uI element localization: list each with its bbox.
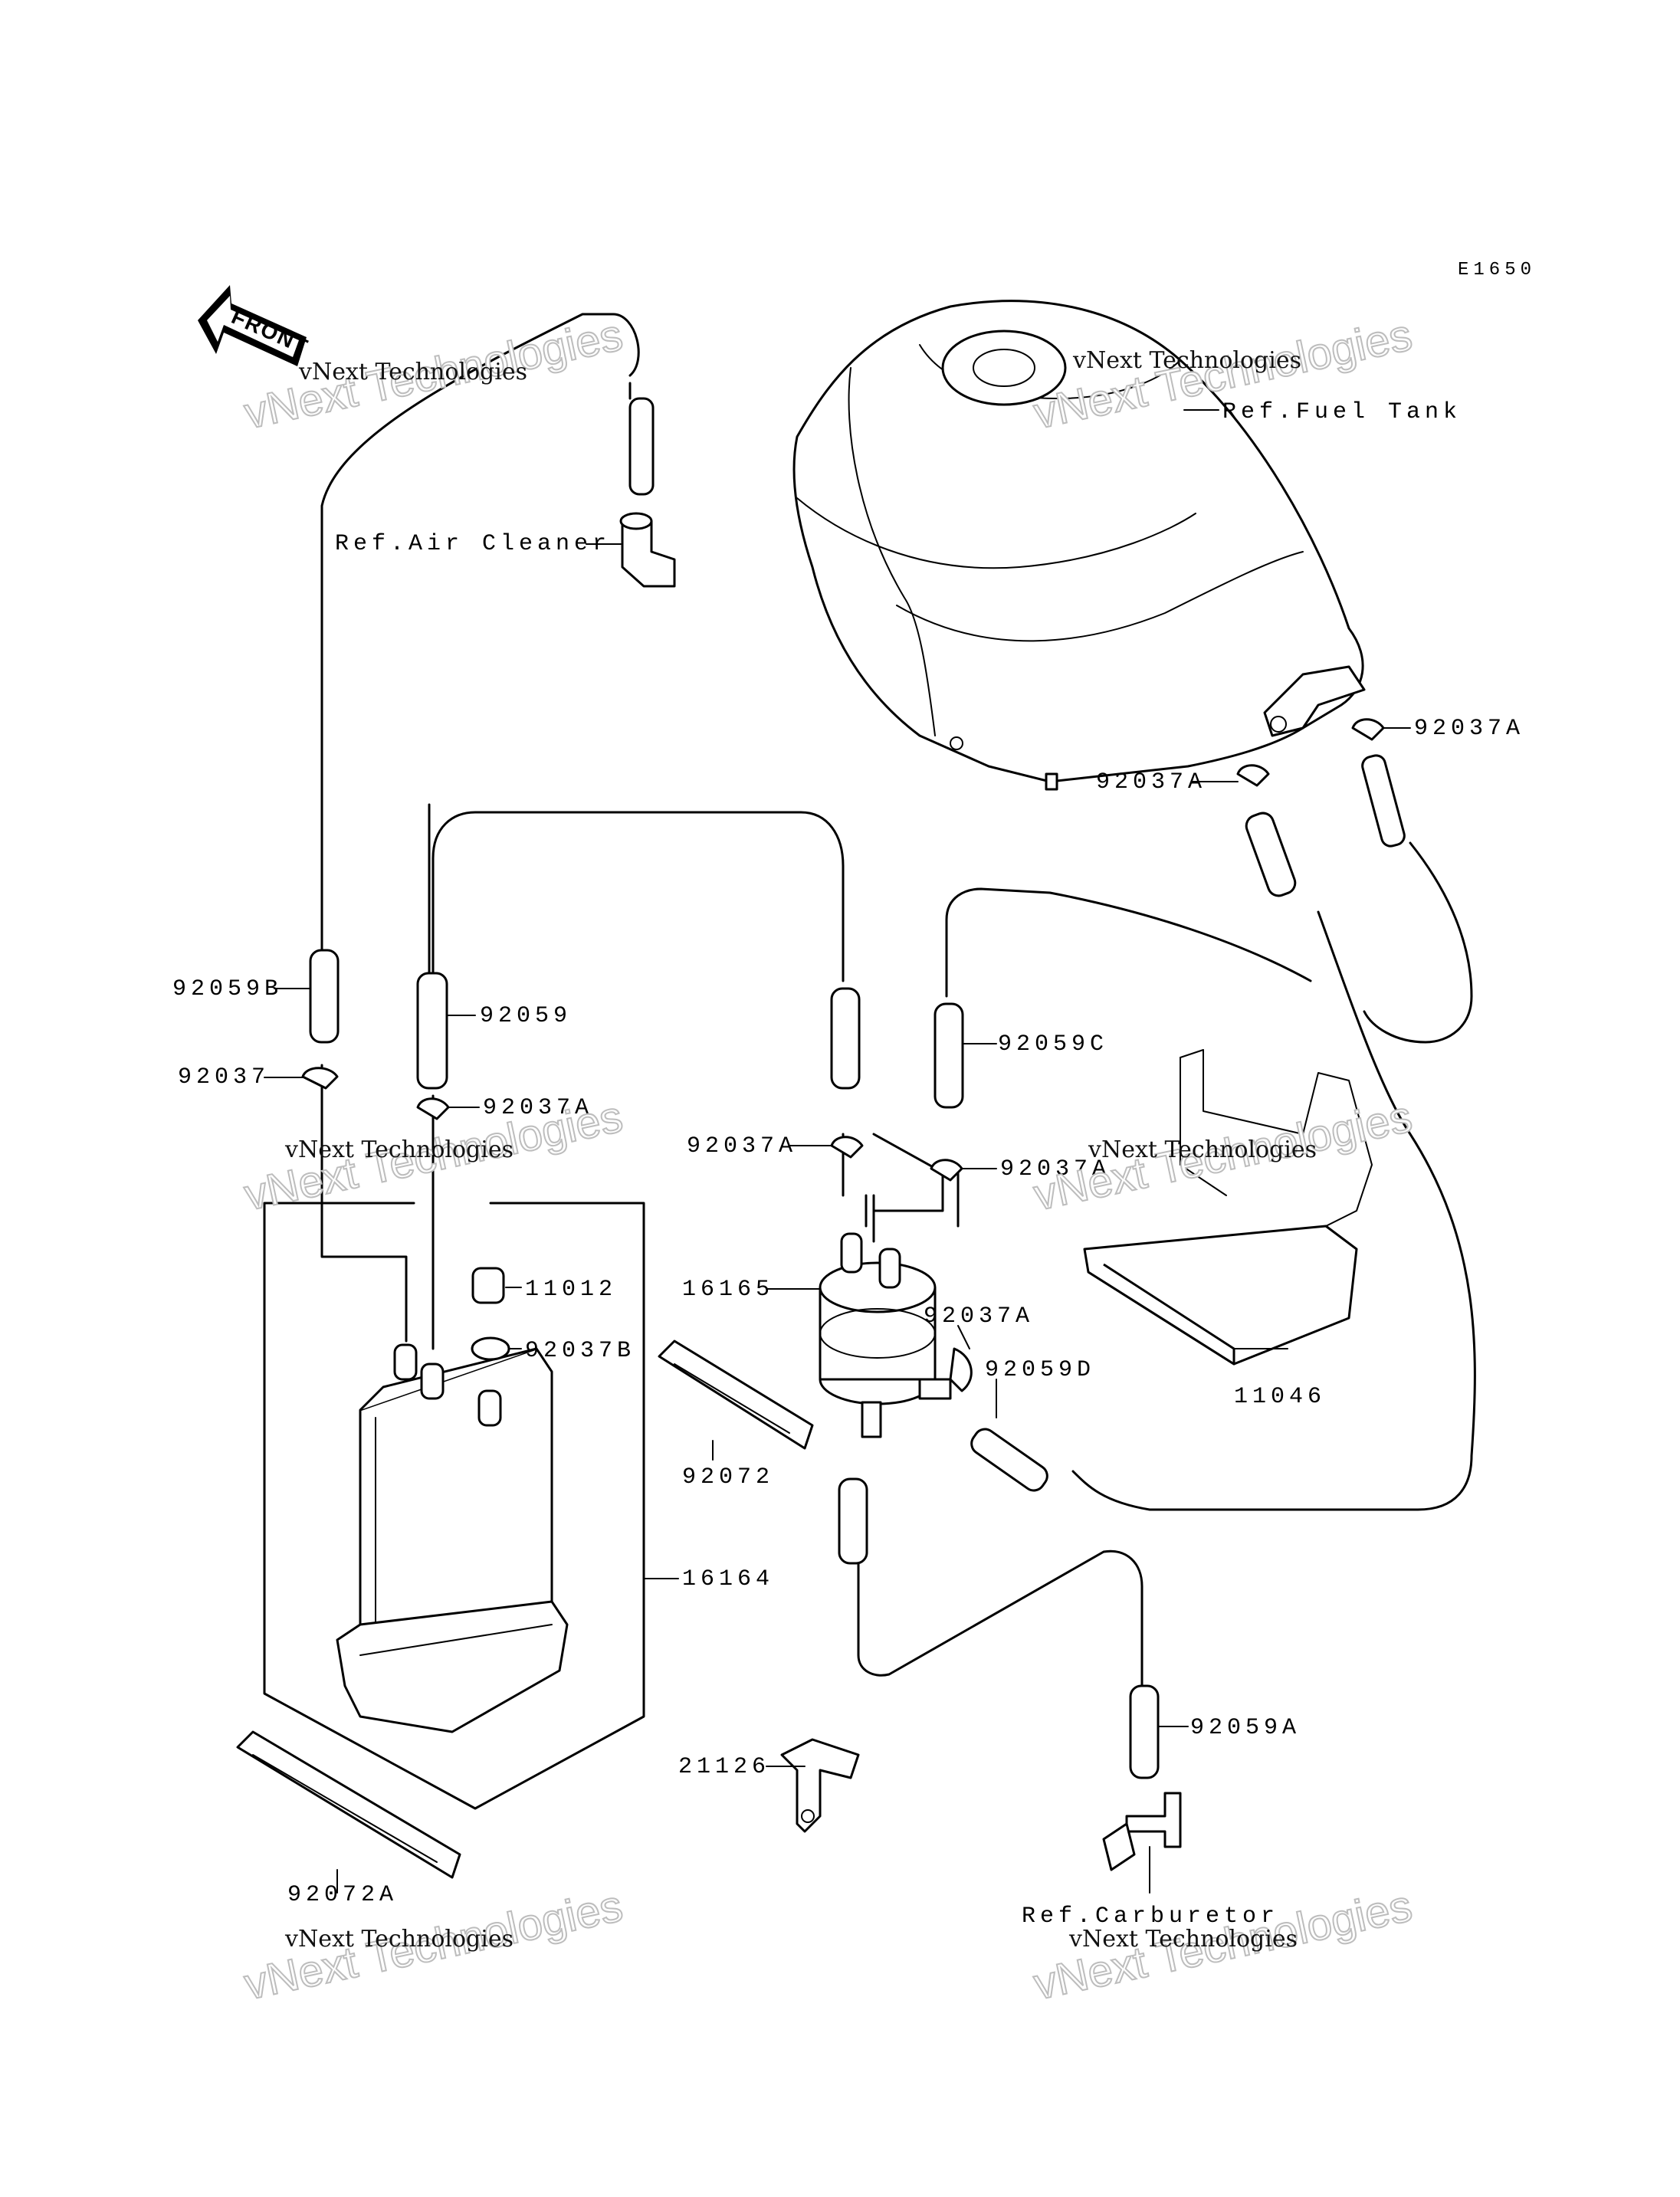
diagram-code: E1650: [1458, 260, 1536, 280]
label-92059D: 92059D: [985, 1357, 1095, 1383]
clamp-92037: [301, 1067, 339, 1090]
clamp-92037A-tank-left: [1236, 764, 1270, 787]
hose-92059: [416, 972, 448, 1090]
canister-enclosure-outline: [263, 1202, 645, 1810]
strap-92072: [658, 1340, 814, 1450]
label-21126: 21126: [678, 1754, 770, 1780]
label-92059: 92059: [480, 1003, 572, 1029]
fuel-filter-16165: [819, 1232, 952, 1438]
carburetor-t-fitting: [1102, 1792, 1182, 1871]
label-92037A-tank-right: 92037A: [1414, 716, 1524, 742]
label-92037A-tank-left: 92037A: [1096, 769, 1206, 795]
label-16165: 16165: [682, 1277, 774, 1303]
hose-routing: [320, 313, 1476, 1687]
hose-tank-left: [1245, 812, 1297, 897]
bracket-11046: [1083, 1049, 1373, 1366]
hose-92059C: [934, 1002, 964, 1109]
label-92037B: 92037B: [525, 1338, 635, 1364]
hose-pieces: [309, 397, 1406, 1779]
label-92037A-right: 92037A: [1000, 1156, 1111, 1182]
hose-92059B: [309, 949, 340, 1044]
label-ref-air-cleaner: Ref.Air Cleaner: [335, 531, 611, 557]
hose-air-cleaner-top: [628, 397, 655, 496]
label-92072: 92072: [682, 1464, 774, 1490]
label-92037A-filter: 92037A: [924, 1303, 1034, 1330]
leader-lines: [264, 409, 1411, 1894]
clip-21126: [780, 1738, 860, 1833]
label-ref-fuel-tank: Ref.Fuel Tank: [1222, 399, 1462, 425]
front-arrow-icon: FRONT: [198, 285, 312, 366]
clamp-92037B: [471, 1336, 510, 1361]
hose-92059-right: [830, 987, 861, 1090]
part-labels: Ref.Fuel Tank Ref.Air Cleaner 92037A 920…: [172, 399, 1524, 1930]
watermark-small: vNext Technologies: [298, 359, 527, 385]
label-92059C: 92059C: [998, 1031, 1108, 1058]
clamp-92037A-mid: [830, 1136, 864, 1159]
label-92037A-left: 92037A: [483, 1095, 593, 1121]
label-92037A-mid: 92037A: [687, 1133, 797, 1159]
strap-92072A: [236, 1730, 461, 1879]
watermark-small: vNext Technologies: [1072, 347, 1301, 374]
air-cleaner-elbow: [619, 512, 676, 588]
watermark-small: vNext Technologies: [1088, 1136, 1317, 1163]
label-ref-carburetor: Ref.Carburetor: [1022, 1904, 1279, 1930]
clamp-92037A-tank-right: [1351, 718, 1385, 741]
label-92059B: 92059B: [172, 976, 283, 1002]
watermark-small: vNext Technologies: [284, 1926, 514, 1953]
hose-92059A: [1129, 1684, 1160, 1779]
label-92037: 92037: [178, 1064, 270, 1090]
hose-tank-right: [1361, 754, 1406, 848]
label-16164: 16164: [682, 1566, 774, 1592]
hose-92059D: [970, 1428, 1048, 1492]
clamp-92037A-filter: [949, 1347, 973, 1392]
hose-lower: [838, 1477, 868, 1565]
label-11012: 11012: [525, 1277, 617, 1303]
label-92072A: 92072A: [287, 1882, 398, 1908]
label-92059A: 92059A: [1190, 1715, 1301, 1741]
watermark-small: vNext Technologies: [284, 1136, 514, 1163]
fuel-tank: [792, 300, 1366, 791]
watermark-small: vNext Technologies: [1068, 1926, 1298, 1953]
cap-11012: [471, 1267, 505, 1304]
canister-16164: [336, 1343, 569, 1733]
clamp-92037A-left: [416, 1097, 450, 1120]
label-11046: 11046: [1234, 1384, 1326, 1410]
